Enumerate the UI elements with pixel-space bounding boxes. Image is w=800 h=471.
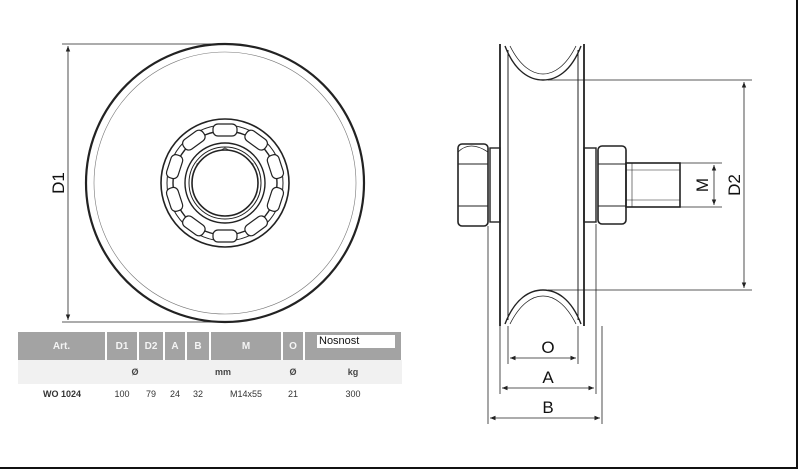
unit-mm: mm: [164, 360, 282, 384]
d2-label: D2: [725, 174, 744, 196]
b-label: B: [542, 398, 553, 417]
m-dimension: [680, 162, 722, 208]
cell-m: M14x55: [210, 384, 282, 404]
width-dimensions: [487, 224, 603, 424]
m-label: M: [693, 178, 712, 192]
header-b: B: [186, 332, 211, 360]
d1-label: D1: [49, 172, 68, 194]
header-capacity: Nosnost: [304, 332, 403, 360]
cell-b: 32: [186, 384, 210, 404]
d2-dimension: [548, 79, 752, 291]
spec-table: Art. D1 D2 A B M O Nosnost Ø mm Ø kg WO …: [18, 332, 403, 404]
cell-art: WO 1024: [18, 384, 106, 404]
wheel-side-view: [457, 44, 681, 326]
wheel-front-view: [84, 42, 366, 324]
header-d2: D2: [138, 332, 165, 360]
cell-d2: 79: [138, 384, 164, 404]
d1-dimension: [62, 43, 225, 323]
table-row: WO 1024 100 79 24 32 M14x55 21 300: [18, 384, 402, 404]
header-a: A: [164, 332, 187, 360]
cell-o: 21: [282, 384, 304, 404]
o-label: O: [541, 338, 554, 357]
spec-units-row: Ø mm Ø kg: [18, 360, 402, 384]
cell-a: 24: [164, 384, 186, 404]
unit-kg: kg: [304, 360, 402, 384]
capacity-label: Nosnost: [317, 335, 395, 348]
header-art: Art.: [18, 332, 107, 360]
cell-capacity: 300: [304, 384, 402, 404]
header-m: M: [210, 332, 283, 360]
spec-header-row: Art. D1 D2 A B M O Nosnost: [18, 332, 403, 360]
a-label: A: [542, 368, 554, 387]
header-d1: D1: [106, 332, 139, 360]
unit-diameter: Ø: [106, 360, 164, 384]
header-o: O: [282, 332, 305, 360]
cell-d1: 100: [106, 384, 138, 404]
unit-o: Ø: [282, 360, 304, 384]
